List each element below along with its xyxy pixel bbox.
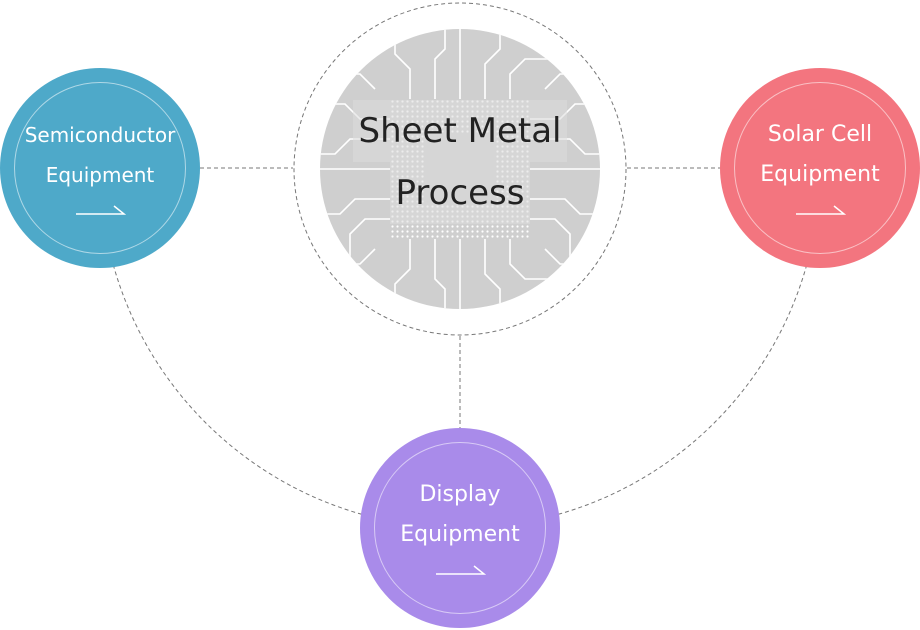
node-label-line1: Display xyxy=(419,482,501,507)
center-title-line2: Process xyxy=(389,162,531,224)
connector-arc xyxy=(99,167,821,529)
center-title: Sheet Metal Process xyxy=(293,2,627,336)
node-inner-ring xyxy=(14,82,186,254)
node-label-line2: Equipment xyxy=(45,163,155,187)
node-label-line2: Equipment xyxy=(400,522,520,547)
node-inner-ring xyxy=(734,82,906,254)
node-inner-ring xyxy=(374,442,546,614)
center-outline xyxy=(293,2,627,336)
display-equipment-button[interactable]: Display Equipment xyxy=(360,428,560,628)
right-arrow-icon xyxy=(796,205,846,215)
right-arrow-icon xyxy=(436,565,486,575)
center-title-line1: Sheet Metal xyxy=(352,100,568,162)
center-process: Sheet Metal Process xyxy=(293,2,627,336)
node-label: Solar Cell Equipment xyxy=(720,68,920,268)
node-label-line2: Equipment xyxy=(760,162,880,187)
node-label: Display Equipment xyxy=(360,428,560,628)
node-label-line1: Semiconductor xyxy=(24,123,176,147)
solar-cell-equipment-button[interactable]: Solar Cell Equipment xyxy=(720,68,920,268)
semiconductor-equipment-button[interactable]: Semiconductor Equipment xyxy=(0,68,200,268)
node-label: Semiconductor Equipment xyxy=(0,68,200,268)
right-arrow-icon xyxy=(76,205,126,215)
node-label-line1: Solar Cell xyxy=(767,122,873,147)
